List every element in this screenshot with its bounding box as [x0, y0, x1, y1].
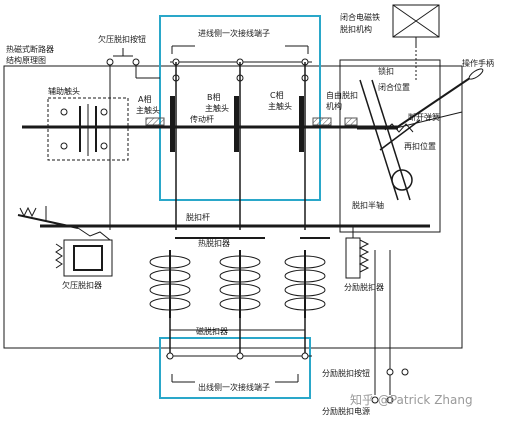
label-moving-rod: 传动杆 [190, 114, 214, 124]
support-hatch-a [145, 117, 165, 126]
handle-alt-position [395, 111, 463, 129]
uv-button-terminal-2 [132, 58, 140, 66]
operating-handle-knob [468, 68, 484, 80]
label-outlet: 出线侧一次接线端子 [198, 382, 270, 392]
shunt-release-core [345, 237, 361, 279]
trip-half-shaft-wheel [391, 169, 413, 191]
aux-terminal-4 [100, 142, 108, 150]
phase-a-contact [170, 96, 175, 152]
shunt-power-terminal-2 [386, 396, 394, 404]
uv-release-core [73, 245, 103, 271]
label-phase-a-1: A相 [138, 94, 151, 104]
support-hatch-mech [344, 117, 358, 126]
phase-b-contact [234, 96, 239, 152]
left-spring [19, 206, 37, 218]
label-operating-handle: 操作手柄 [462, 58, 494, 68]
outlet-terminal-b [236, 352, 244, 360]
shunt-button-terminal-2 [401, 368, 409, 376]
label-thermal-release: 热脱扣器 [198, 238, 230, 248]
outlet-highlight-box [159, 337, 311, 399]
support-hatch-c [312, 117, 332, 126]
label-phase-a-2: 主触头 [136, 105, 160, 115]
label-free-trip: 自由脱扣 [326, 90, 358, 100]
label-phase-c-1: C相 [270, 90, 284, 100]
label-magnetic-release: 磁脱扣器 [196, 326, 228, 336]
left-lever [17, 214, 79, 229]
watermark: 知乎 @Patrick Zhang [350, 393, 473, 407]
aux-contact-box [47, 97, 129, 161]
label-trip-rod: 脱扣杆 [186, 212, 210, 222]
mech-link-2 [371, 79, 411, 201]
uv-release-frame [63, 239, 113, 277]
label-breaker-name-1: 热磁式断路器 [6, 44, 54, 54]
operating-handle-shaft [395, 77, 471, 129]
label-free-trip-2: 机构 [326, 101, 342, 111]
uv-release-coil [55, 243, 63, 269]
label-aux-contact: 辅助触头 [48, 86, 80, 96]
label-shunt-power: 分励脱扣电源 [322, 406, 370, 416]
aux-terminal-1 [60, 108, 68, 116]
label-phase-c-2: 主触头 [268, 101, 292, 111]
label-close-mech-2: 脱扣机构 [340, 24, 372, 34]
uv-release-linkage [77, 227, 111, 241]
label-phase-b-2: 主触头 [205, 103, 229, 113]
shunt-release-coil [358, 239, 370, 273]
uv-button-terminal-1 [106, 58, 114, 66]
label-uv-button: 欠压脱扣按钮 [98, 34, 146, 44]
label-shunt-release: 分励脱扣器 [344, 282, 384, 292]
label-inlet: 进线侧一次接线端子 [198, 28, 270, 38]
label-shunt-button: 分励脱扣按钮 [322, 368, 370, 378]
label-uv-release: 欠压脱扣器 [62, 280, 102, 290]
aux-terminal-3 [100, 108, 108, 116]
outlet-terminal-a [166, 352, 174, 360]
shunt-button-terminal-1 [386, 368, 394, 376]
mech-link-3 [379, 119, 421, 151]
phase-c-contact [299, 96, 304, 152]
close-electromagnet-cross-2 [392, 4, 440, 38]
break-spring-zigzag [384, 123, 414, 133]
mechanism-panel [339, 59, 441, 233]
magnetic-coil-c [284, 250, 326, 318]
label-reset-position: 再扣位置 [404, 141, 436, 151]
label-trip-half-shaft: 脱扣半轴 [352, 200, 384, 210]
label-closed-position: 闭合位置 [378, 82, 410, 92]
outlet-terminal-c [301, 352, 309, 360]
shunt-power-terminal-1 [371, 396, 379, 404]
magnetic-coil-a [149, 250, 191, 318]
label-breaker-name-2: 结构原理图 [6, 55, 46, 65]
label-latch: 锁扣 [378, 66, 394, 76]
enclosure-frame [3, 65, 463, 349]
label-break-spring: 断开弹簧 [408, 112, 440, 122]
label-close-mech-1: 闭合电磁铁 [340, 12, 380, 22]
label-phase-b-1: B相 [207, 92, 221, 102]
aux-terminal-2 [60, 142, 68, 150]
magnetic-coil-b [219, 250, 261, 318]
